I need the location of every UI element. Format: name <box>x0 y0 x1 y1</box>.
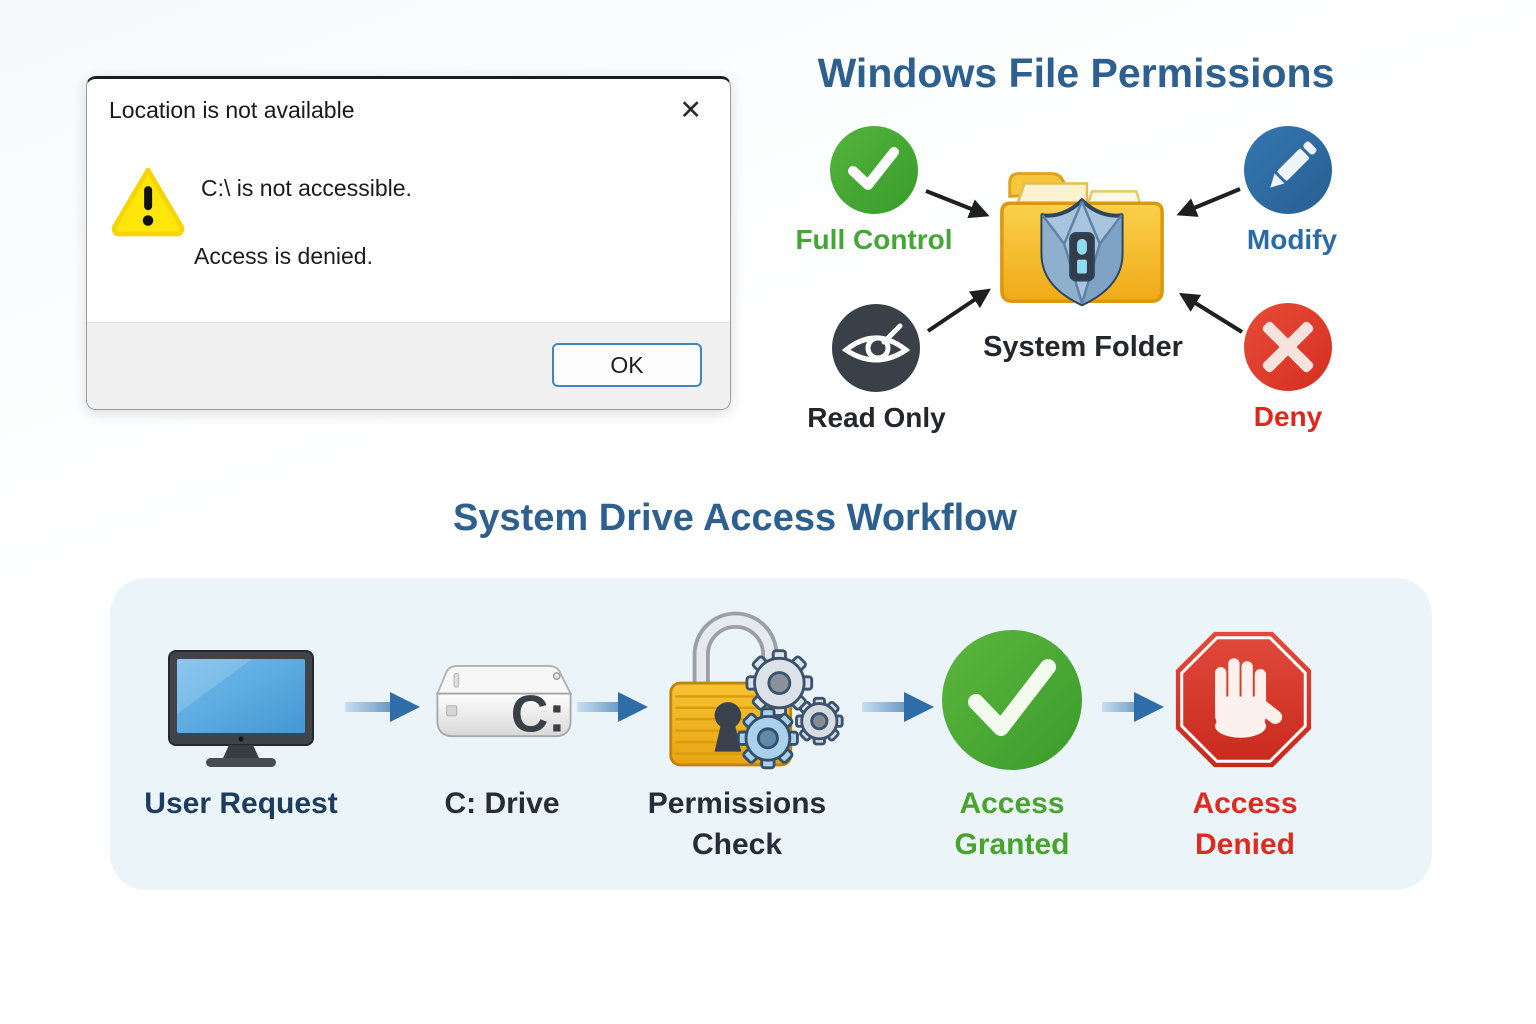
arrow-deny-to-folder <box>1178 292 1244 334</box>
dialog-footer: OK <box>87 322 730 409</box>
arrow-modify-to-folder <box>1176 187 1241 217</box>
node-label-full-control: Full Control <box>795 224 953 255</box>
gear-icon <box>745 649 814 717</box>
workflow-title: System Drive Access Workflow <box>453 497 1017 539</box>
node-label-modify: Modify <box>1246 224 1338 255</box>
monitor-icon <box>168 650 314 767</box>
ok-button[interactable]: OK <box>552 343 702 387</box>
dialog-title: Location is not available <box>109 97 355 123</box>
drive-letter-text: C: <box>511 685 566 743</box>
error-dialog-window: Location is not available ✕ C:\ is not a… <box>86 76 731 410</box>
step-label-access-granted: Access Granted <box>954 787 1070 861</box>
close-icon[interactable]: ✕ <box>671 93 710 128</box>
dialog-message-line1: C:\ is not accessible. <box>201 175 412 201</box>
gear-icon <box>736 707 799 770</box>
step-label-c-drive: C: Drive <box>444 787 560 820</box>
x-circle-icon <box>1244 303 1332 391</box>
pencil-circle-icon <box>1244 126 1332 214</box>
step-label-access-denied: Access Denied <box>1192 787 1298 861</box>
arrow-read-only-to-folder <box>926 288 991 333</box>
folder-shield-icon <box>1000 172 1164 307</box>
dialog-message-line2: Access is denied. <box>194 243 373 269</box>
hand-glyph <box>1215 658 1283 738</box>
node-label-read-only: Read Only <box>807 402 946 433</box>
step-label-user-request: User Request <box>144 787 338 820</box>
shield-icon <box>1040 198 1124 307</box>
check-circle-icon <box>942 630 1082 770</box>
eye-circle-icon <box>832 304 920 392</box>
hard-drive-icon: C: <box>436 665 573 743</box>
lock-gears-icon <box>669 611 844 770</box>
arrow-full-control-to-folder <box>925 189 990 219</box>
stop-hand-icon <box>1175 631 1312 768</box>
gear-icon <box>795 696 844 746</box>
node-label-deny: Deny <box>1253 401 1323 432</box>
step-label-permissions-check: Permissions Check <box>647 787 827 861</box>
permissions-diagram-title: Windows File Permissions <box>817 50 1335 96</box>
warning-triangle-icon <box>111 167 185 237</box>
center-label-system-folder: System Folder <box>983 331 1183 363</box>
check-circle-icon <box>830 126 918 214</box>
